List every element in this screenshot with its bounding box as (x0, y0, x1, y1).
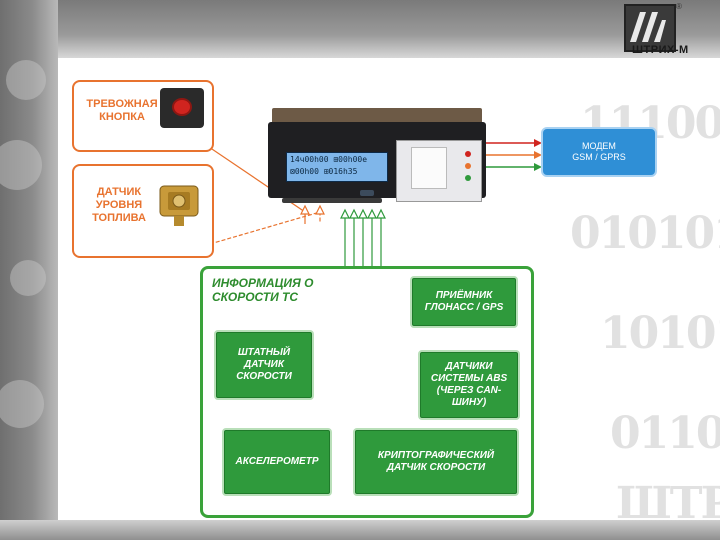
logo-text: ШТРИХ-М (632, 44, 689, 56)
device-display-line2: ⊠00h00 ⊞016h35 (290, 167, 358, 176)
abs-sensors-label: ДАТЧИКИ СИСТЕМЫ ABS (ЧЕРЕЗ CAN-ШИНУ) (430, 361, 508, 408)
bg-digits-4: 01101 (610, 408, 720, 459)
modem-box: МОДЕМ GSM / GPRS (541, 127, 657, 177)
gnss-receiver-box: ПРИЁМНИК ГЛОНАСС / GPS (410, 276, 518, 328)
alarm-button-label: ТРЕВОЖНАЯ КНОПКА (86, 98, 158, 123)
accelerometer-label: АКСЕЛЕРОМЕТР (235, 456, 319, 467)
fuel-sensor-icon (156, 178, 202, 228)
bg-digits-5: ШТРИХ (616, 478, 720, 520)
standard-speed-sensor-box: ШТАТНЫЙ ДАТЧИК СКОРОСТИ (214, 330, 314, 400)
crypto-speed-sensor-label: КРИПТОГРАФИЧЕСКИЙ ДАТЧИК СКОРОСТИ (377, 450, 495, 473)
device-display-line1: 14ч00h00 ⊞00h00e (290, 155, 368, 164)
card-slot (282, 198, 382, 203)
logo-zebra-icon (624, 4, 676, 52)
standard-speed-sensor-label: ШТАТНЫЙ ДАТЧИК СКОРОСТИ (236, 347, 292, 382)
fuel-sensor-label: ДАТЧИК УРОВНЯ ТОПЛИВА (92, 186, 146, 224)
device-button (360, 190, 374, 196)
logo-registered-mark: ® (676, 2, 682, 11)
modem-title: МОДЕМ (582, 141, 616, 151)
accelerometer-box: АКСЕЛЕРОМЕТР (222, 428, 332, 496)
brand-logo: ® ШТРИХ-М (624, 2, 716, 62)
top-decoration (0, 0, 720, 58)
alarm-button-icon (160, 88, 204, 128)
gnss-receiver-label: ПРИЁМНИК ГЛОНАСС / GPS (424, 290, 504, 313)
modem-subtitle: GSM / GPRS (572, 152, 626, 162)
bottom-decoration (0, 520, 720, 540)
device-printer (396, 140, 482, 202)
device-display: 14ч00h00 ⊞00h00e ⊠00h00 ⊞016h35 (286, 152, 388, 182)
speed-info-title: ИНФОРМАЦИЯ О СКОРОСТИ ТС (212, 276, 314, 304)
tachograph-device: 14ч00h00 ⊞00h00e ⊠00h00 ⊞016h35 (268, 108, 486, 203)
crypto-speed-sensor-box: КРИПТОГРАФИЧЕСКИЙ ДАТЧИК СКОРОСТИ (353, 428, 519, 496)
abs-sensors-box: ДАТЧИКИ СИСТЕМЫ ABS (ЧЕРЕЗ CAN-ШИНУ) (418, 350, 520, 420)
left-decoration (0, 0, 58, 540)
